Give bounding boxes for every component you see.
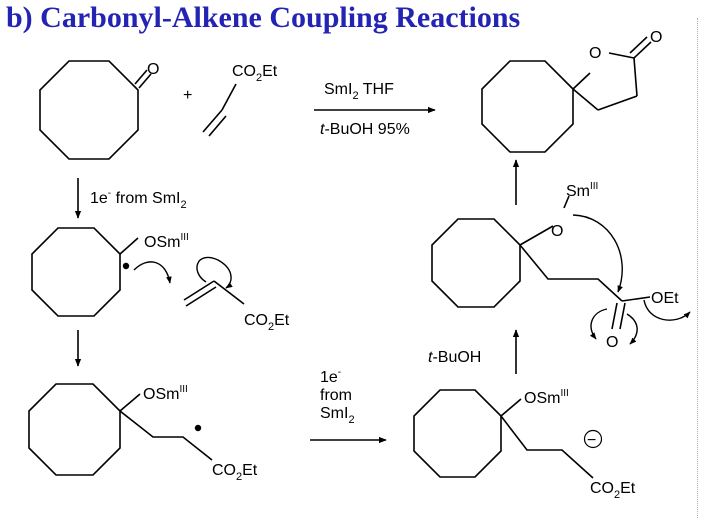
lactonization-intermediate: O SmIII OEt O: [431, 181, 679, 351]
cyclooctanone: O: [39, 60, 159, 160]
ketone-oxygen-label: O: [147, 61, 159, 78]
samarium-label: SmIII: [566, 181, 598, 200]
curly-arrow-carbonyl-left: [589, 308, 608, 340]
ketyl-formation-label: 1e- from SmI2: [90, 188, 187, 211]
lactone-carbonyl-oxygen: O: [650, 29, 662, 46]
radical-adduct-osm-label: OSmIII: [143, 384, 188, 403]
curly-arrow-ethoxide-leave: [643, 299, 691, 321]
plus-sign: +: [183, 87, 192, 104]
carbanion-osm-label: OSmIII: [524, 388, 569, 407]
curly-arrow-radical-to-alkene: [133, 261, 172, 284]
reagent-tbuoh-yield: t-BuOH 95%: [320, 121, 410, 138]
curly-arrow-o-attack: [572, 214, 623, 293]
page-edge-rule: [697, 18, 698, 518]
reduction-label-line3: SmI2: [320, 405, 355, 426]
ethyl-acrylate: CO2Et: [202, 63, 278, 137]
curly-arrow-alkene-shift: [196, 256, 233, 289]
acrylate-partner: CO2Et: [183, 280, 290, 333]
carbanion-intermediate: OSmIII − CO2Et: [413, 388, 636, 501]
reagent-smi2-thf: SmI2 THF: [324, 81, 394, 102]
lactone-ring-oxygen: O: [589, 45, 601, 62]
acrylate-partner-ester-label: CO2Et: [244, 312, 290, 333]
page-title: b) Carbonyl-Alkene Coupling Reactions: [6, 1, 521, 34]
carbanion-ester-label: CO2Et: [590, 480, 636, 501]
ketyl-radical: OSmIII: [31, 227, 189, 317]
radical-adduct-ester-label: CO2Et: [212, 462, 258, 483]
protonation-label: t-BuOH: [428, 349, 481, 366]
radical-adduct: OSmIII CO2Et: [28, 383, 258, 483]
ethoxy-label: OEt: [651, 290, 679, 307]
radical-adduct-dot: [194, 424, 202, 432]
ether-oxygen-label: O: [551, 223, 563, 240]
ketyl-radical-dot: [122, 262, 130, 270]
acrylate-ester-label: CO2Et: [232, 63, 278, 84]
ketyl-osm-label: OSmIII: [144, 232, 189, 251]
reduction-label-line1: 1e-: [320, 367, 341, 386]
ester-carbonyl-oxygen-label: O: [606, 334, 618, 351]
reduction-label-line2: from: [320, 387, 352, 404]
negative-charge-sign: −: [587, 432, 596, 449]
curly-arrow-carbonyl-right: [626, 313, 638, 345]
spirolactone-product: O O: [481, 29, 662, 153]
negative-charge-circle: [583, 429, 603, 449]
